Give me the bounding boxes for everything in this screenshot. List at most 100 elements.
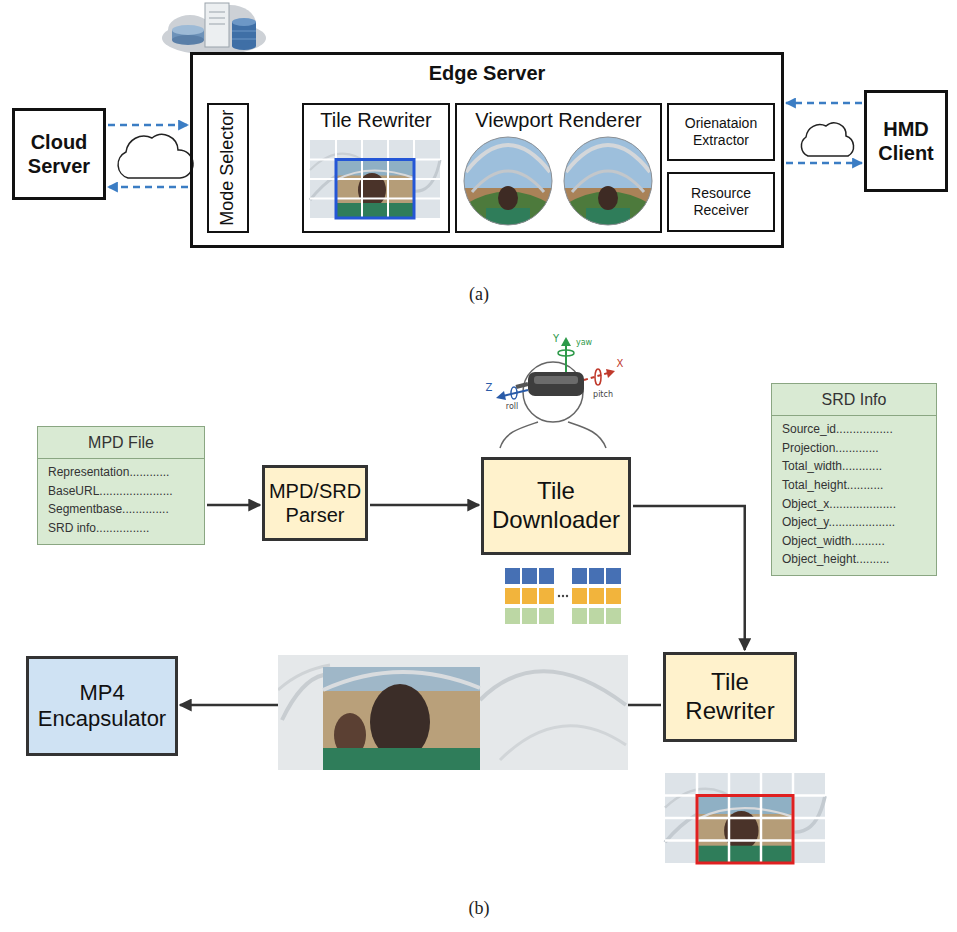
panel-label: (a) xyxy=(469,284,489,304)
process-box: MPD/SRD Parser xyxy=(262,465,368,541)
field-line: Total_width............ xyxy=(772,457,936,476)
axis-label: pitch xyxy=(593,390,613,399)
field-line: Segmentbase.............. xyxy=(38,500,204,519)
edge-server-icon xyxy=(172,25,204,35)
tile-rewriter-output-image xyxy=(665,773,825,863)
edge-server-icon xyxy=(209,24,225,25)
network-link xyxy=(108,186,188,189)
panorama-frame xyxy=(323,667,480,770)
headset-figure xyxy=(606,369,615,378)
headset-figure xyxy=(565,345,567,372)
box-label: SRD Info xyxy=(772,384,936,416)
field-line: Projection............. xyxy=(772,439,936,458)
module-box: Mode Selector xyxy=(207,103,249,233)
field-line: Object_y.................... xyxy=(772,513,936,532)
headset-figure xyxy=(528,372,584,396)
tile-set-icons xyxy=(606,608,621,624)
tile-set-icons xyxy=(572,588,587,604)
edge-server-icon xyxy=(205,3,229,47)
headset-figure xyxy=(500,422,606,448)
panorama-frame xyxy=(480,671,626,705)
field-line: Object_height.......... xyxy=(772,550,936,569)
tile-set-icons xyxy=(539,568,554,584)
client-box: HMD Client xyxy=(864,90,948,192)
viewport-render-image xyxy=(564,137,652,225)
tile-set-icons xyxy=(522,568,537,584)
headset-figure xyxy=(503,390,528,396)
viewport-render-image xyxy=(564,137,652,225)
box-label: HMD Client xyxy=(871,117,941,165)
headset-figure xyxy=(561,337,571,346)
viewport-render-image xyxy=(464,137,552,225)
tile-set-icons xyxy=(558,595,560,597)
field-line: Object_x.................... xyxy=(772,495,936,514)
axis-label: yaw xyxy=(576,338,592,347)
axis-label: pitch xyxy=(593,390,613,399)
tile-set-icons xyxy=(522,608,537,624)
flow-arrow xyxy=(370,504,479,507)
tile-set-icons xyxy=(505,608,520,624)
tile-rewriter-output-image xyxy=(697,796,793,864)
panorama-frame xyxy=(278,655,628,770)
panel-label: (b) xyxy=(469,898,490,919)
field-line: Source_id................. xyxy=(772,420,936,439)
tile-set-icons xyxy=(505,568,621,624)
tile-set-icons xyxy=(606,568,621,584)
box-label: Resource Receiver xyxy=(673,185,769,219)
tile-set-icons xyxy=(505,568,520,584)
panorama-frame xyxy=(500,726,626,760)
box-label: Edge Server xyxy=(429,61,546,85)
output-box: MP4 Encapsulator xyxy=(26,656,178,756)
edge-server-icon xyxy=(162,3,266,55)
field-line: BaseURL...................... xyxy=(38,482,204,501)
flow-arrow xyxy=(633,506,745,650)
box-label: Viewport Renderer xyxy=(475,108,641,132)
box-label: Tile Rewriter xyxy=(670,668,790,726)
tile-set-icons xyxy=(505,608,621,624)
panorama-frame xyxy=(278,655,628,770)
cloud-icon xyxy=(118,134,193,178)
tile-rewriter-image xyxy=(310,140,440,218)
edge-server-icon xyxy=(232,39,256,40)
tile-set-icons xyxy=(572,568,587,584)
box-label: Tile Rewriter xyxy=(320,108,432,132)
tile-set-icons xyxy=(589,608,604,624)
network-link xyxy=(108,124,188,127)
tile-set-icons xyxy=(589,588,604,604)
headset-figure xyxy=(496,391,506,400)
tile-set-icons xyxy=(522,588,537,604)
cloud-icon xyxy=(801,123,853,156)
axis-label: X xyxy=(617,358,624,369)
axis-label: Z xyxy=(486,382,493,393)
axis-label: X xyxy=(617,358,624,369)
field-line: Object_width.......... xyxy=(772,532,936,551)
headset-figure xyxy=(534,376,578,384)
viewport-render-image xyxy=(464,137,552,225)
panel-label: (a) xyxy=(469,284,489,305)
panorama-frame xyxy=(323,748,480,770)
module-box: Tile Rewriter xyxy=(302,103,450,233)
edge-server-box: Edge ServerMode Selector Tile Rewriter Vie… xyxy=(190,52,784,248)
axis-label: Z xyxy=(486,382,493,393)
box-label: MPD/SRD Parser xyxy=(269,479,361,527)
edge-server-icon xyxy=(172,35,204,45)
headset-figure xyxy=(516,384,528,387)
tile-set-icons xyxy=(589,568,604,584)
headset-figure xyxy=(584,373,608,380)
box-label: Mode Selector xyxy=(217,110,239,226)
headset-figure xyxy=(558,350,574,356)
panorama-frame xyxy=(278,665,330,690)
headset-figure xyxy=(496,337,615,448)
tile-set-icons xyxy=(539,588,554,604)
edge-server-icon xyxy=(232,31,256,32)
axis-label: roll xyxy=(506,402,518,411)
tile-set-icons xyxy=(566,595,568,597)
headset-figure xyxy=(511,387,517,399)
tile-rewriter-image xyxy=(336,160,414,219)
field-line: SRD info................ xyxy=(38,519,204,538)
headset-figure xyxy=(595,369,601,385)
headset-figure xyxy=(523,362,583,422)
module-box: Resource Receiver xyxy=(667,172,775,232)
field-line: Total_height........... xyxy=(772,476,936,495)
